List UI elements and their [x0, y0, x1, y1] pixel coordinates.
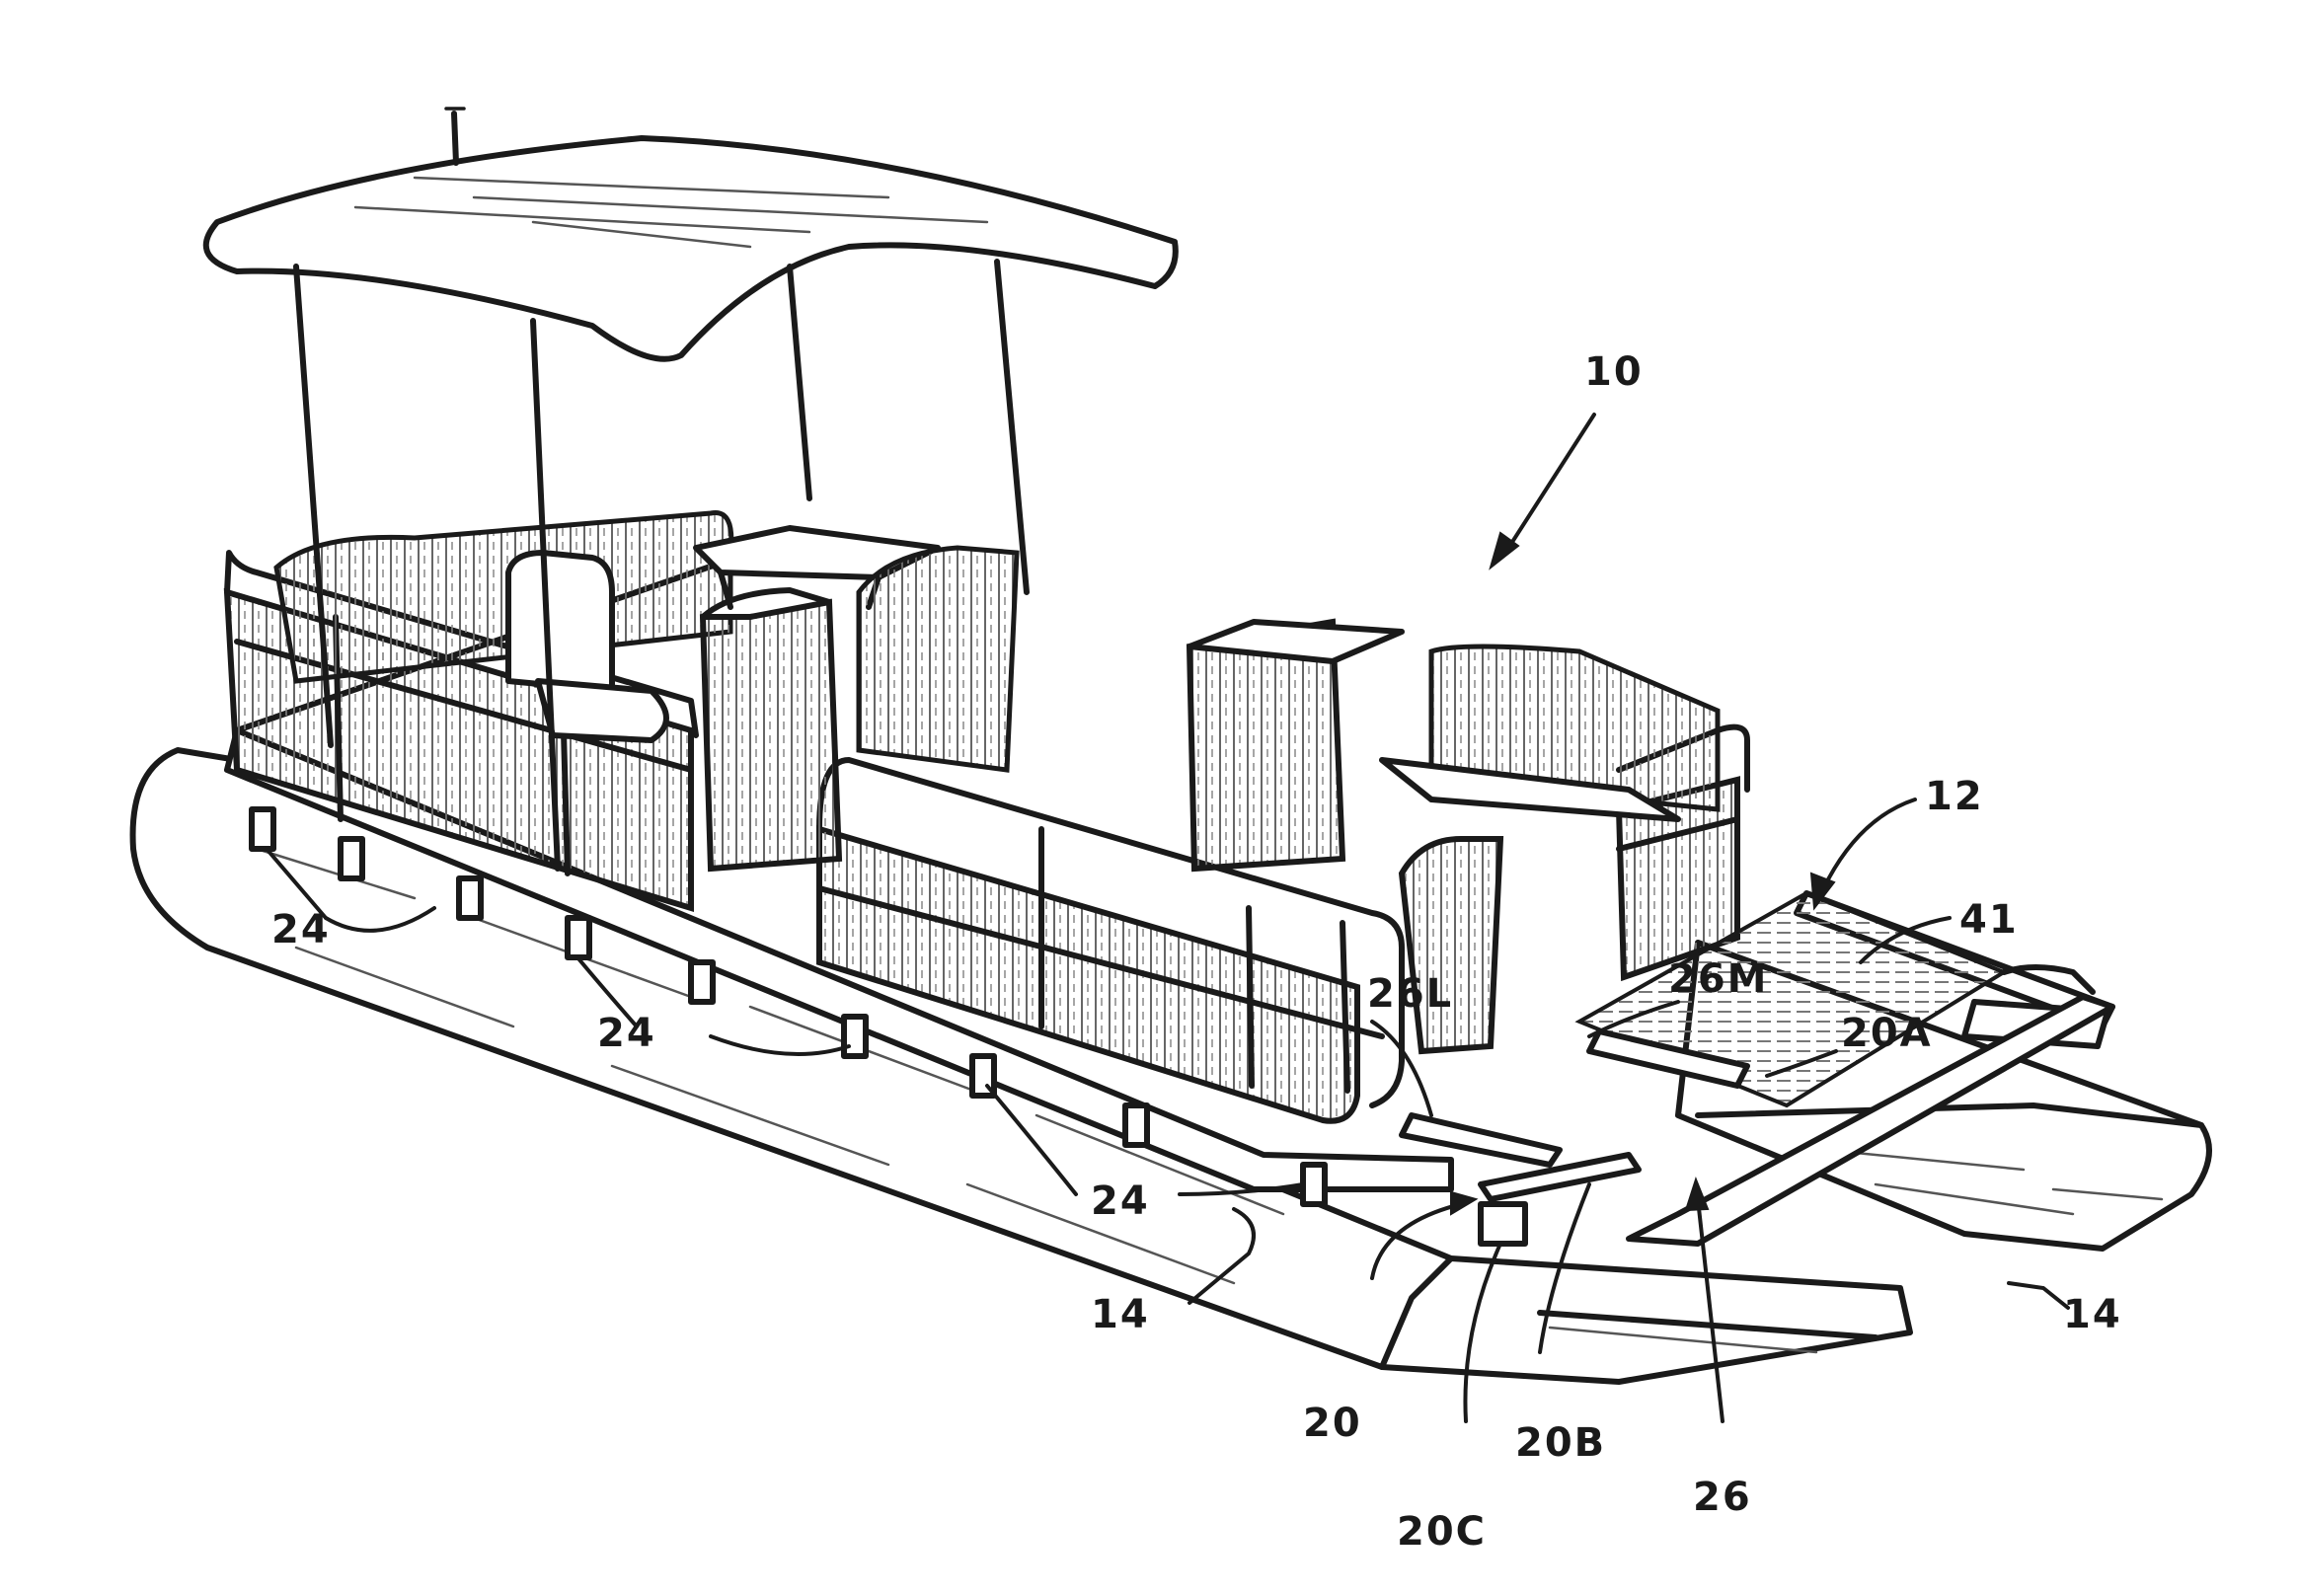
label-41: 41 — [1959, 897, 2019, 943]
label-12: 12 — [1925, 774, 1984, 819]
label-10: 10 — [1584, 349, 1644, 395]
bimini-top — [206, 109, 1176, 359]
label-14-right: 14 — [2063, 1292, 2122, 1337]
label-20A: 20A — [1841, 1011, 1933, 1056]
label-26: 26 — [1693, 1475, 1752, 1520]
label-24-mid: 24 — [597, 1011, 656, 1056]
label-24-front: 24 — [1091, 1178, 1150, 1224]
label-20C: 20C — [1397, 1509, 1487, 1555]
label-26L: 26L — [1367, 971, 1453, 1017]
label-20: 20 — [1303, 1401, 1362, 1446]
label-26M: 26M — [1668, 956, 1768, 1002]
label-20B: 20B — [1515, 1420, 1606, 1466]
label-24-rear: 24 — [271, 907, 331, 952]
label-14-left: 14 — [1091, 1292, 1150, 1337]
